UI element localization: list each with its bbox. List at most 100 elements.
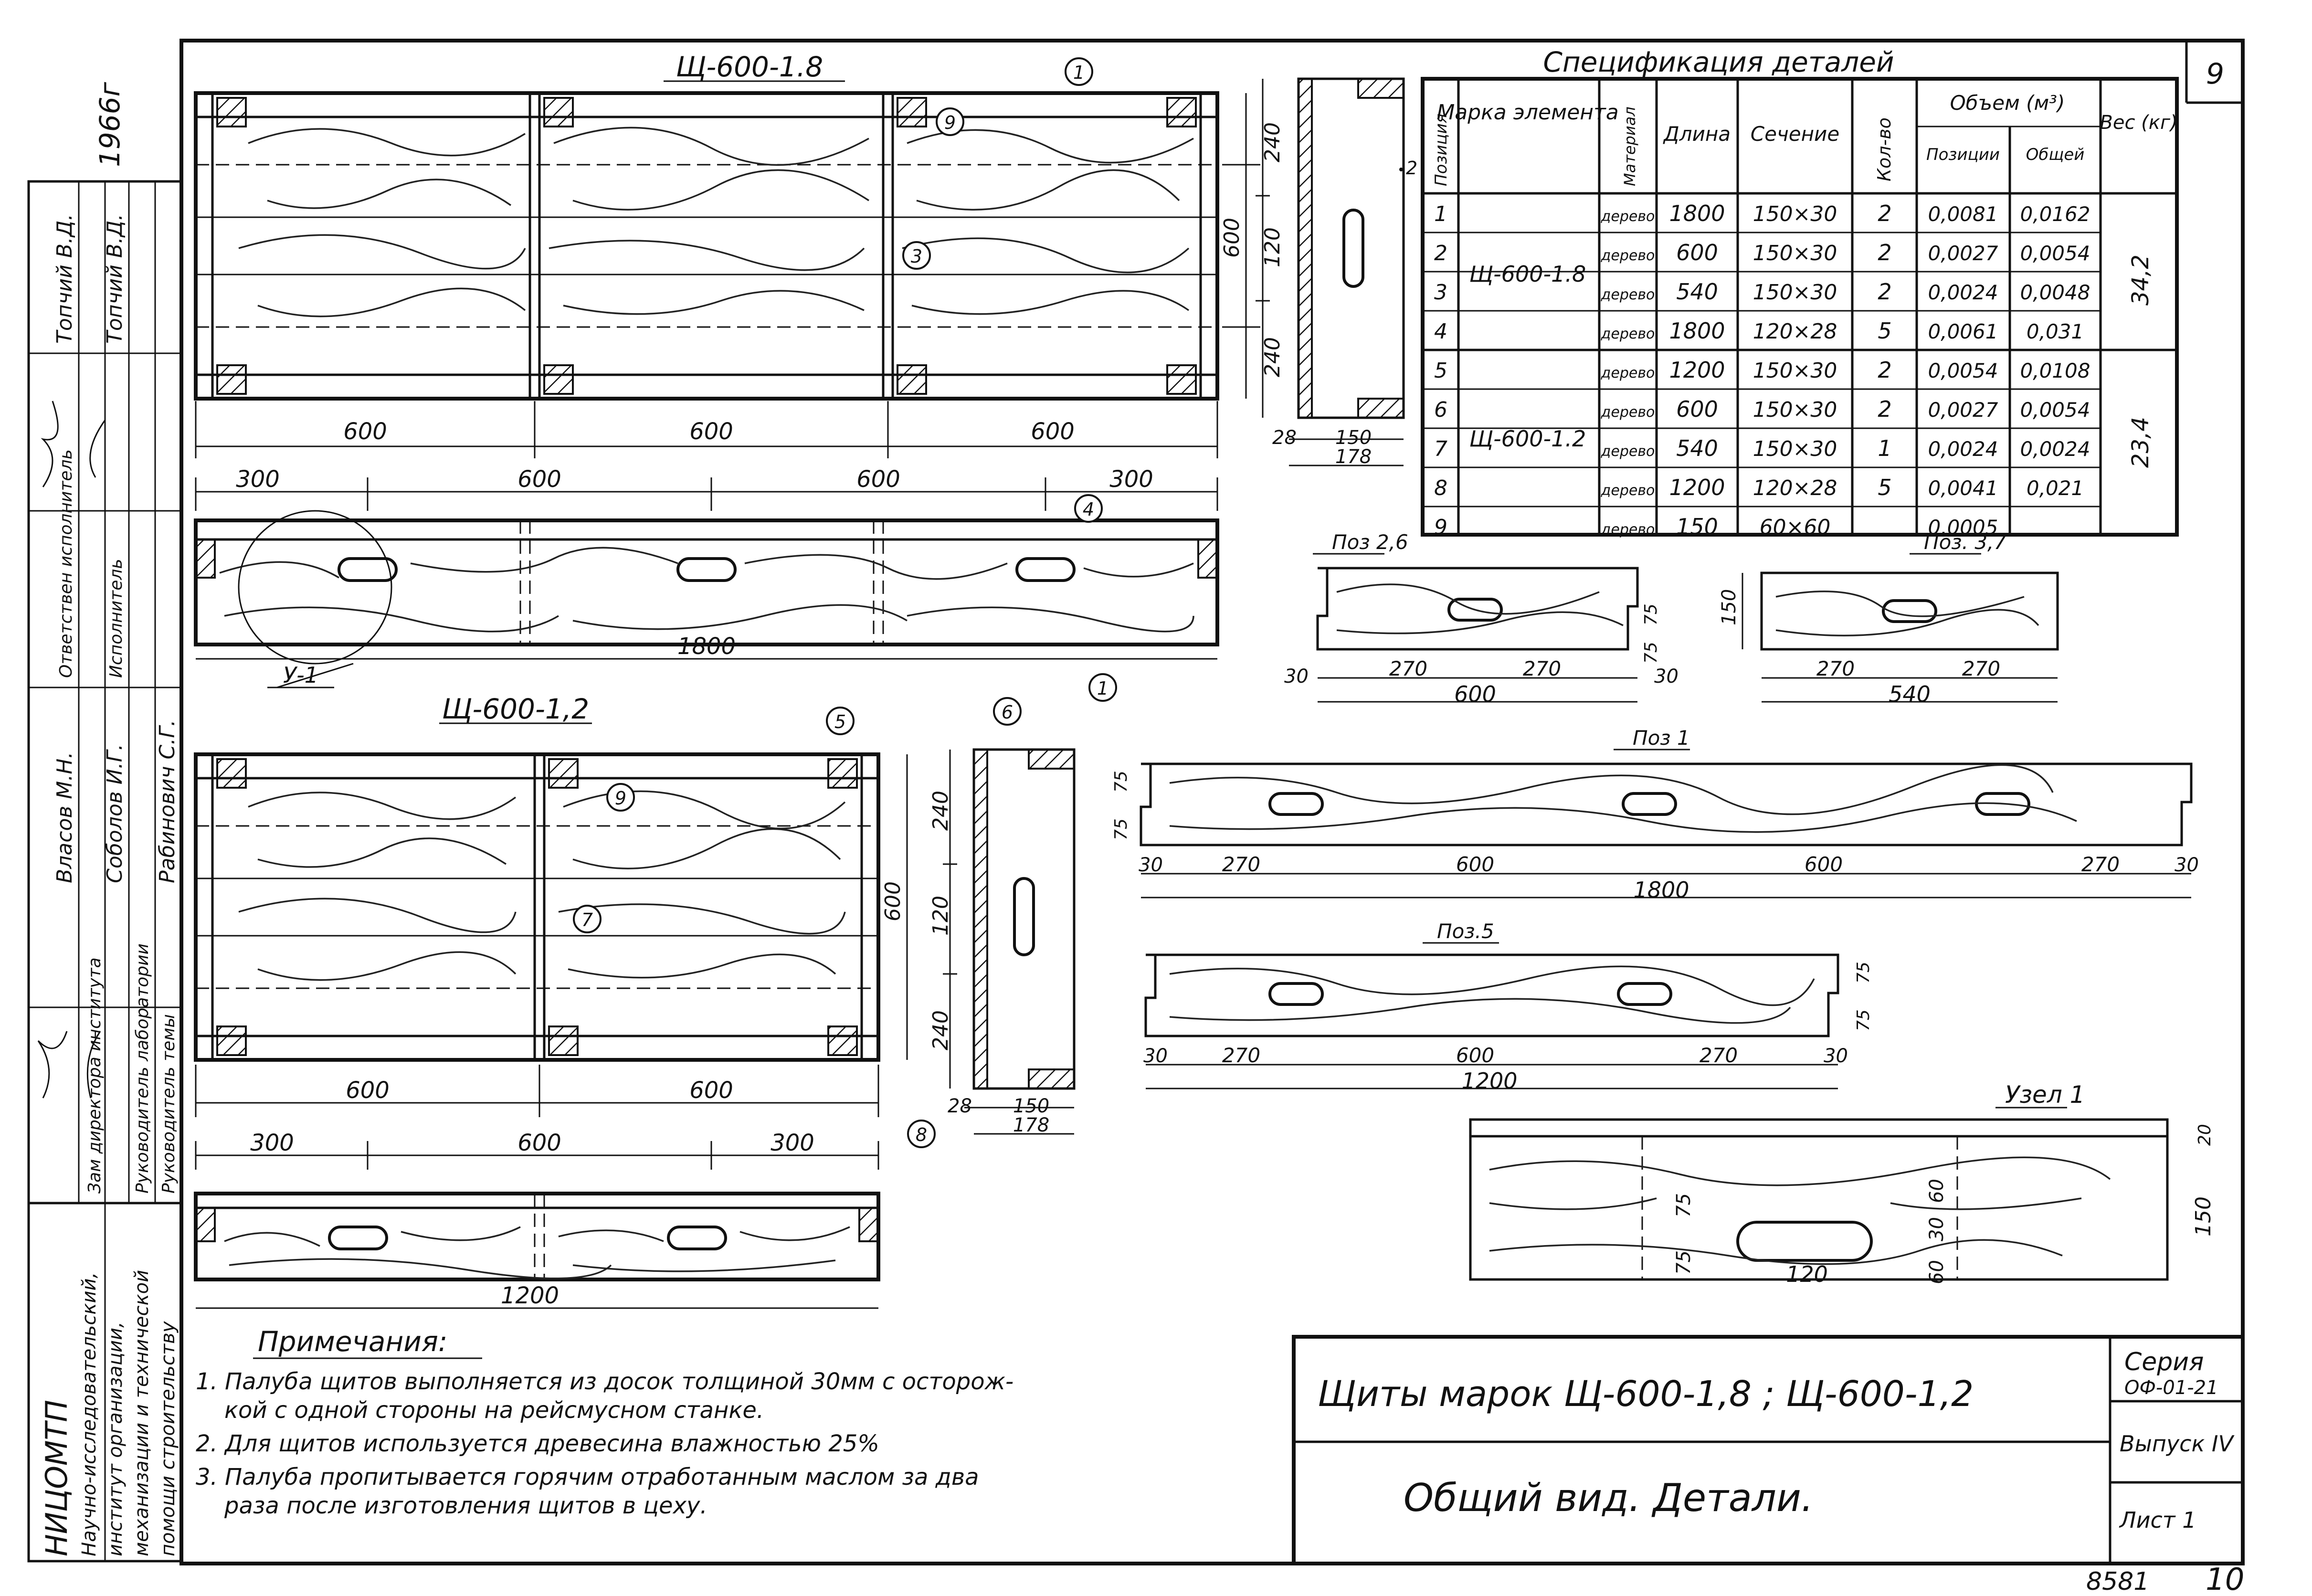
- dim-60-a: 60: [1926, 1179, 1948, 1203]
- dim-240-d: 240: [929, 1010, 953, 1050]
- dim-240-c: 240: [929, 791, 953, 831]
- dim-600-k: 600: [1805, 853, 1843, 876]
- th-material: Материал: [1621, 106, 1639, 186]
- spec-title: Спецификация деталей: [1543, 46, 1894, 78]
- name-3: Рабинович С.Г.: [155, 719, 179, 883]
- spec-cell-mat: дерево: [1601, 404, 1655, 421]
- detail-pos-37: Поз. 3,7 150 270 270 540: [1718, 530, 2059, 707]
- detail-node-1: Узел 1 75 75 120 60 30 60 20 150: [1469, 1081, 2216, 1287]
- group-mark-12: Щ-600-1.2: [1469, 426, 1586, 452]
- dim-600-l: 600: [1456, 1044, 1494, 1067]
- dim-20-a: 20: [2195, 1124, 2215, 1146]
- dim-28-b: 28: [948, 1095, 972, 1117]
- issue: Выпуск IV: [2120, 1431, 2235, 1457]
- group-weight-12: 23,4: [2127, 417, 2154, 468]
- dim-150-d: 150: [2191, 1196, 2216, 1237]
- dim-600-j: 600: [1456, 853, 1494, 876]
- spec-cell-mat: дерево: [1601, 482, 1655, 499]
- dim-75-d: 75: [1111, 818, 1131, 840]
- name-2: Соболов И.Г.: [103, 744, 127, 883]
- dim-540-a: 540: [1889, 681, 1931, 707]
- spec-cell-sec: 150×30: [1753, 202, 1837, 226]
- panel-12-plan: Щ-600-1,2 5 9 7 600 600 600: [194, 693, 908, 1117]
- note-1a: 1. Палуба щитов выполняется из досок тол…: [196, 1368, 1013, 1395]
- dim-30-f: 30: [1824, 1045, 1848, 1067]
- spec-cell-vt: 0,0054: [2020, 398, 2090, 422]
- dim-600-g: 600: [689, 1077, 733, 1104]
- spec-cell-vp: 0,0054: [1928, 359, 1998, 382]
- spec-table: Спецификация деталей Позиция Марка элеме…: [1421, 46, 2179, 539]
- dim-270-b: 270: [1523, 657, 1561, 680]
- dim-178-b: 178: [1013, 1114, 1049, 1136]
- spec-cell-vt: 0,0024: [2020, 437, 2090, 461]
- spec-cell-qty: 2: [1878, 396, 1891, 422]
- dim-270-d: 270: [1962, 657, 2000, 680]
- footer: 8581 10: [2086, 1562, 2244, 1596]
- spec-cell-vp: 0,0041: [1928, 476, 1998, 500]
- spec-cell-qty: 2: [1878, 201, 1891, 226]
- spec-cell-vp: 0,0027: [1928, 398, 1998, 422]
- callout-9b: 9: [615, 788, 626, 809]
- th-qty: Кол-во: [1874, 117, 1895, 181]
- org-line-3: механизации и технической: [131, 1270, 153, 1556]
- callout-5: 5: [834, 711, 846, 732]
- dim-75-e: 75: [1854, 962, 1873, 983]
- panel-18-plan: Щ-600-1.8 1 9 3 600 600: [194, 51, 1260, 458]
- dim-600-b: 600: [689, 418, 733, 445]
- dim-30-d: 30: [2175, 854, 2199, 876]
- th-pos: Позиция: [1432, 114, 1451, 186]
- footer-code: 8581: [2086, 1567, 2149, 1596]
- spec-cell-len: 600: [1676, 240, 1718, 265]
- spec-cell-pos: 6: [1434, 398, 1447, 422]
- dim-120-c: 120: [1786, 1261, 1828, 1287]
- note-2: 2. Для щитов используется древесина влаж…: [196, 1430, 879, 1457]
- series-label: Серия: [2124, 1348, 2204, 1376]
- spec-cell-vt: 0,0048: [2020, 281, 2090, 304]
- spec-cell-mat: дерево: [1601, 208, 1655, 225]
- th-mark: Марка элемента: [1436, 100, 1618, 125]
- title-block: Щиты марок Щ-600-1,8 ; Щ-600-1,2 Общий в…: [1292, 1335, 2245, 1565]
- dim-600-i: 600: [1454, 681, 1496, 707]
- spec-cell-len: 1200: [1669, 475, 1725, 500]
- pos-26-label: Поз 2,6: [1332, 530, 1408, 554]
- dim-30-b: 30: [1654, 666, 1679, 687]
- signature-2: [41, 401, 106, 487]
- group-weight-18: 34,2: [2127, 254, 2154, 306]
- spec-cell-pos: 1: [1434, 202, 1447, 226]
- callout-1b: 1: [1097, 678, 1108, 699]
- spec-cell-mat: дерево: [1601, 443, 1655, 460]
- spec-cell-sec: 120×28: [1753, 476, 1837, 500]
- dim-270-c: 270: [1816, 657, 1855, 680]
- dim-178-a: 178: [1335, 446, 1372, 468]
- note-1b: кой с одной стороны на рейсмусном станке…: [224, 1397, 764, 1424]
- spec-cell-sec: 150×30: [1753, 398, 1837, 422]
- sheet-number: 9: [2206, 57, 2224, 91]
- spec-cell-qty: 5: [1878, 475, 1891, 500]
- dim-600-v: 600: [1220, 218, 1244, 258]
- spec-cell-mat: дерево: [1601, 286, 1655, 303]
- dim-600-e: 600: [856, 466, 900, 493]
- org-line-4: помощи строительству: [157, 1321, 179, 1556]
- dim-60-b: 60: [1926, 1260, 1948, 1284]
- th-vol-total: Общей: [2026, 145, 2085, 164]
- dim-270-e: 270: [1222, 853, 1260, 876]
- spec-cell-pos: 5: [1434, 359, 1447, 383]
- dim-75-h: 75: [1673, 1250, 1695, 1275]
- spec-cell-vp: 0,0061: [1928, 320, 1998, 343]
- spec-cell-len: 600: [1676, 396, 1718, 422]
- role-4: Ответствен исполнитель: [56, 449, 76, 678]
- spec-cell-sec: 60×60: [1760, 515, 1831, 539]
- dim-240-b: 240: [1260, 337, 1285, 377]
- pos-37-label: Поз. 3,7: [1924, 530, 2006, 554]
- approval-stamp: 1966г НИЦОМТП Научно-исследовательский, …: [27, 82, 183, 1563]
- dim-150-c: 150: [1718, 589, 1740, 625]
- dim-240-a: 240: [1260, 122, 1285, 162]
- org-line-2: институт организации,: [105, 1321, 127, 1556]
- spec-cell-len: 1800: [1669, 318, 1725, 344]
- role-3: Руководитель темы: [159, 1014, 179, 1194]
- panel-18-title: Щ-600-1.8: [676, 51, 823, 83]
- spec-cell-sec: 150×30: [1753, 241, 1837, 265]
- spec-cell-vt: 0,0108: [2020, 359, 2090, 382]
- panel-12-elevation: 300 600 300 8 1200: [194, 1120, 936, 1309]
